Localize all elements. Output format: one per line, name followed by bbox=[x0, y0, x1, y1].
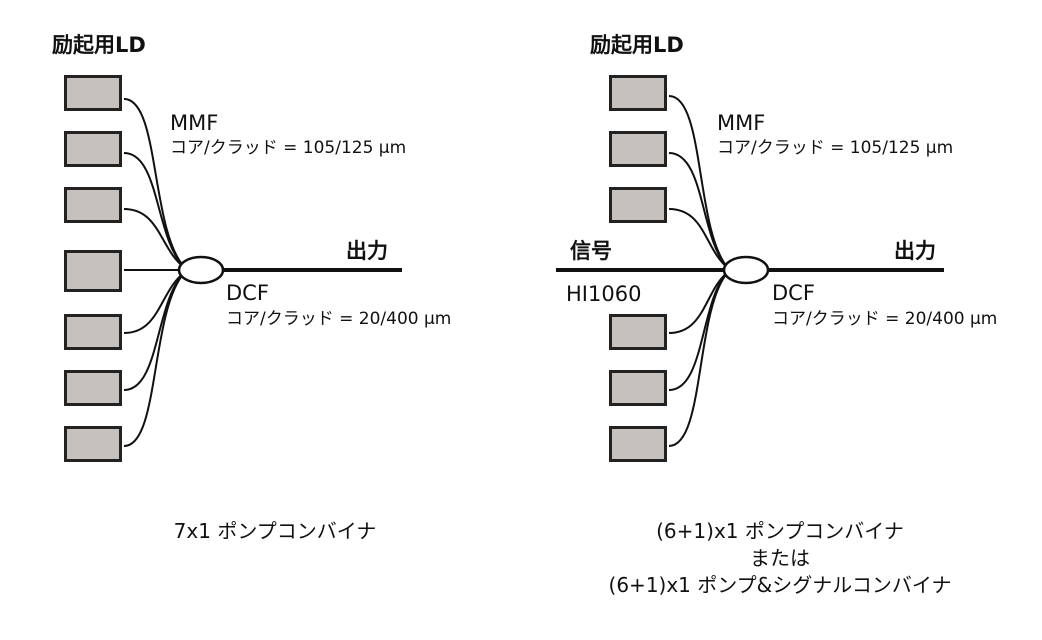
right-ld-4 bbox=[609, 314, 667, 350]
right-ld-3 bbox=[609, 187, 667, 223]
right-dcf-spec: コア/クラッド = 20/400 µm bbox=[772, 309, 998, 329]
right-ld-6 bbox=[609, 426, 667, 462]
left-ld-7 bbox=[64, 426, 122, 462]
right-mmf-label: MMF bbox=[717, 111, 766, 135]
left-fiber-bundle bbox=[123, 98, 186, 447]
left-ld-label: 励起用LD bbox=[52, 33, 146, 57]
right-caption-line-1: (6+1)x1 ポンプコンバイナ bbox=[656, 519, 904, 543]
right-mmf-spec: コア/クラッド = 105/125 µm bbox=[717, 138, 954, 158]
left-fiber-5 bbox=[123, 271, 186, 334]
left-fiber-1 bbox=[123, 98, 186, 269]
right-combiner-node bbox=[722, 255, 770, 285]
right-fiber-2 bbox=[668, 152, 729, 269]
right-ld-label: 励起用LD bbox=[590, 33, 684, 57]
right-fiber-4 bbox=[668, 271, 729, 334]
left-ld-4 bbox=[64, 250, 122, 292]
left-caption: 7x1 ポンプコンバイナ bbox=[173, 519, 377, 543]
right-ld-2 bbox=[609, 131, 667, 167]
left-dcf-spec: コア/クラッド = 20/400 µm bbox=[226, 309, 452, 329]
left-ld-1 bbox=[64, 75, 122, 111]
left-ld-3 bbox=[64, 187, 122, 223]
left-mmf-spec: コア/クラッド = 105/125 µm bbox=[170, 138, 407, 158]
left-ld-2 bbox=[64, 131, 122, 167]
left-dcf-label: DCF bbox=[226, 281, 269, 305]
right-caption-line-3: (6+1)x1 ポンプ&シグナルコンバイナ bbox=[608, 573, 952, 597]
left-mmf-label: MMF bbox=[170, 111, 219, 135]
left-output-label: 出力 bbox=[346, 239, 388, 263]
right-dcf-label: DCF bbox=[772, 281, 815, 305]
left-combiner-node bbox=[177, 255, 225, 285]
left-ld-5 bbox=[64, 314, 122, 350]
right-signal-label: 信号 bbox=[570, 239, 612, 263]
right-ld-1 bbox=[609, 75, 667, 111]
left-fiber-2 bbox=[123, 152, 186, 269]
right-caption-line-2: または bbox=[750, 546, 810, 570]
left-fiber-7 bbox=[123, 271, 186, 447]
right-output-label: 出力 bbox=[894, 239, 936, 263]
left-ld-6 bbox=[64, 370, 122, 406]
right-fiber-6 bbox=[668, 271, 729, 447]
right-signal-fiber-label: HI1060 bbox=[566, 282, 642, 306]
right-ld-5 bbox=[609, 370, 667, 406]
right-fiber-1 bbox=[668, 95, 729, 269]
right-fiber-bundle bbox=[668, 95, 729, 447]
left-fiber-3 bbox=[123, 208, 186, 269]
right-fiber-3 bbox=[668, 208, 729, 269]
